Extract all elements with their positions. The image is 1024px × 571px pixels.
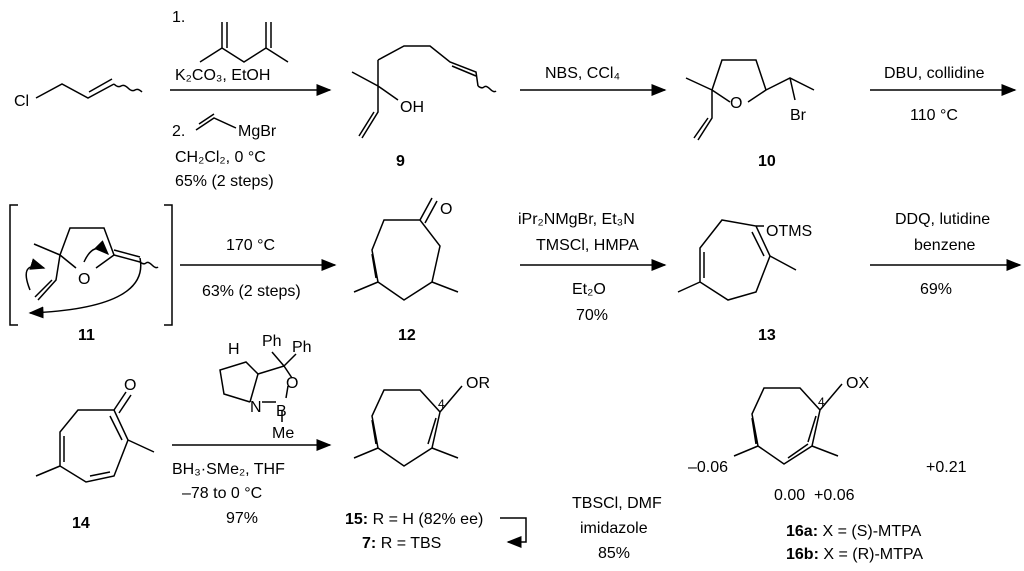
compound-9: OH 9 [351,45,497,170]
reagent-text: iPr₂NMgBr, Et₃N [518,211,635,228]
or-group: OR [466,375,490,392]
reagent-text: DDQ, lutidine [895,211,990,228]
compound-label: 11 [78,327,95,344]
yield-text: 65% (2 steps) [175,173,274,190]
conditions-text: –78 to 0 °C [182,485,262,502]
compound-label: 14 [72,515,90,532]
compound-label: 13 [758,327,776,344]
methyl-group: Me [272,425,294,442]
compound-13: OTMS 13 [677,219,812,344]
oxygen-atom: O [124,377,136,394]
reagent-text: TBSCl, DMF [572,495,662,512]
brackets [9,204,173,326]
compound-label: 16b: [786,546,819,563]
compound-description: X = (S)-MTPA [822,523,921,540]
reaction-step-7: BH₃·SMe₂, THF –78 to 0 °C 97% [172,439,332,527]
compound-10: O Br 10 [685,59,815,170]
compound-11-intermediate: O 11 [9,204,173,344]
nitrogen-atom: N [250,399,262,416]
compound-label: 7: [362,535,376,552]
delta-values-bottom: 0.00 +0.06 [774,487,855,504]
reaction-step-6: DDQ, lutidine benzene 69% [870,211,1022,298]
yield-text: 69% [920,281,952,298]
solvent-text: benzene [914,237,975,254]
reagent-text: MgBr [238,123,277,140]
compound-14: O 14 [35,377,155,532]
bent-reaction-arrow [500,517,527,548]
compound-label: 16a: [786,523,818,540]
compound-label: 12 [398,327,416,344]
compound-label: 15: [345,511,368,528]
reaction-step-1: 1. K₂CO₃, EtOH 2. MgBr CH₂Cl₂, 0 °C 65% … [170,9,332,190]
boron-atom: B [276,403,287,420]
phenyl-group: Ph [262,333,282,350]
delta-value-right: +0.21 [926,459,967,476]
solvent-text: Et₂O [572,281,606,298]
compound-15: OR 4 15: R = H (82% ee) 7: R = TBS [345,375,490,552]
vinyl-structure [195,113,237,131]
ox-group: OX [846,375,869,392]
yield-text: 85% [598,545,630,562]
reagent-text: K₂CO₃, EtOH [175,67,270,84]
step-number: 1. [172,9,185,26]
reaction-step-3: DBU, collidine 110 °C [870,65,1017,124]
oxygen-atom: O [78,271,90,288]
compound-label: 10 [758,153,776,170]
bromine-atom: Br [790,107,807,124]
hydroxyl-group: OH [400,99,424,116]
oxygen-atom: O [730,95,742,112]
yield-text: 70% [576,307,608,324]
yield-text: 97% [226,510,258,527]
oxygen-atom: O [286,375,298,392]
conditions-text: 170 °C [226,237,275,254]
svg-text:16a: X = (S)-MTPA: 16a: X = (S)-MTPA [786,523,922,540]
compound-label: 9 [396,153,405,170]
compound-16: OX 4 –0.06 +0.21 0.00 +0.06 16a: X = (S)… [688,375,967,563]
stereocenter-number: 4 [438,397,445,411]
step-number: 2. [172,123,185,140]
compound-12: O 12 [353,197,459,344]
cbs-catalyst: H Ph Ph O N B Me [219,333,312,442]
svg-text:7: R = TBS: 7: R = TBS [362,535,441,552]
acetylacetone-structure [199,22,289,63]
oxygen-atom: O [440,201,452,218]
stereocenter-number: 4 [818,395,825,409]
hydrogen-atom: H [228,341,240,358]
yield-text: 63% (2 steps) [202,283,301,300]
compound-description: R = TBS [381,535,442,552]
compound-description: X = (R)-MTPA [823,546,923,563]
reagent-text: imidazole [580,520,648,537]
reaction-step-8: TBSCl, DMF imidazole 85% [500,495,662,562]
reaction-step-4: 170 °C 63% (2 steps) [180,237,337,300]
reaction-step-2: NBS, CCl₄ [520,65,667,96]
starting-material-crotyl-chloride: Cl [14,78,143,110]
conditions-text: 110 °C [910,107,958,124]
svg-text:15: R = H (82% ee): 15: R = H (82% ee) [345,511,483,528]
phenyl-group: Ph [292,339,312,356]
reagent-text: BH₃·SMe₂, THF [172,461,285,478]
compound-description: R = H (82% ee) [373,511,484,528]
reaction-step-5: iPr₂NMgBr, Et₃N TMSCl, HMPA Et₂O 70% [518,211,667,324]
svg-text:16b: X = (R)-MTPA: 16b: X = (R)-MTPA [786,546,923,563]
chlorine-atom: Cl [14,93,29,110]
otms-group: OTMS [766,223,812,240]
delta-value-left: –0.06 [688,459,728,476]
reagent-text: TMSCl, HMPA [536,237,639,254]
conditions-text: CH₂Cl₂, 0 °C [175,149,266,166]
reagent-text: NBS, CCl₄ [545,65,620,82]
reagent-text: DBU, collidine [884,65,985,82]
